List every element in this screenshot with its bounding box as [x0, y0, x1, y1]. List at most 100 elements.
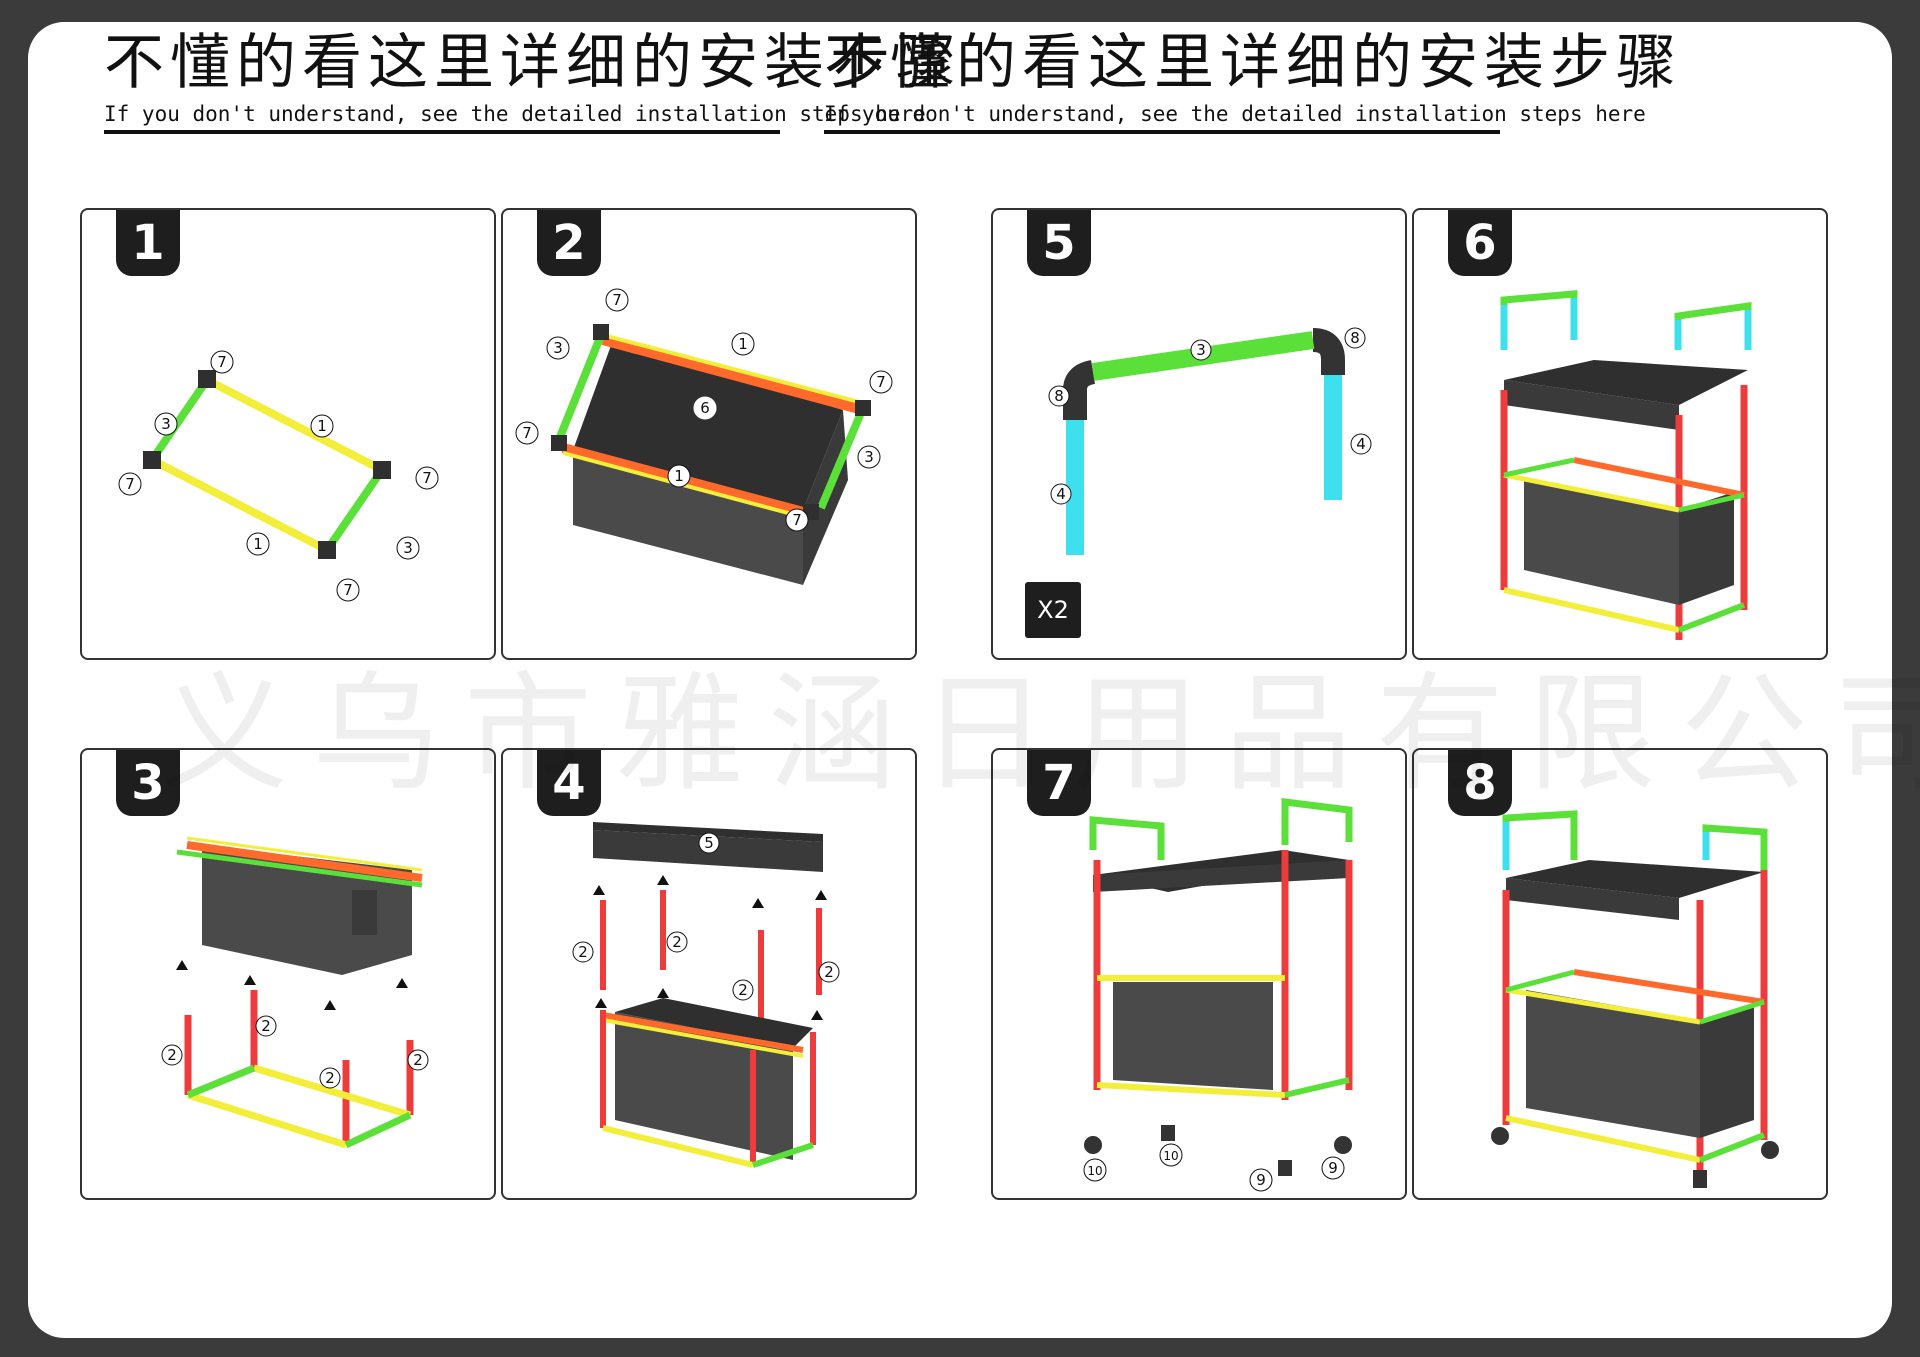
- callout-2: [572, 941, 594, 963]
- callout-7: [869, 370, 893, 394]
- callout-label: 2: [167, 1046, 177, 1064]
- rod-1: [150, 456, 329, 554]
- callout-label: 2: [578, 943, 588, 961]
- down-arrows: [176, 960, 408, 1010]
- callout-label: 2: [738, 981, 748, 999]
- step-panel-6: 6: [1412, 208, 1828, 660]
- callout-label: 3: [864, 448, 874, 466]
- handle-left: [1500, 290, 1578, 350]
- handle-right: [1674, 301, 1752, 350]
- rod-3: [186, 1064, 256, 1099]
- callout-5: [698, 832, 720, 854]
- callout-4: [1050, 483, 1072, 505]
- callout-7: [785, 508, 809, 532]
- step-4-illustration: 5 2 2 2 2: [572, 822, 840, 1168]
- step-number-badge: 6: [1448, 210, 1512, 276]
- fabric-bin: [1113, 982, 1273, 1090]
- header-title-cn: 不懂的看这里详细的安装步骤: [104, 28, 962, 98]
- callout-10: [1159, 1143, 1183, 1167]
- callout-6: [693, 396, 717, 420]
- rod-1: [252, 1064, 412, 1119]
- connector-7: [198, 370, 216, 388]
- header-subtitle-en: If you don't understand, see the detaile…: [824, 102, 1646, 126]
- callout-7: [118, 472, 142, 496]
- rod-3: [817, 406, 867, 510]
- connector-7: [143, 451, 161, 469]
- caster: [1761, 1141, 1779, 1159]
- header-subtitle-en: If you don't understand, see the detaile…: [104, 102, 926, 126]
- tray-5-top: [593, 822, 823, 842]
- callout-label: 1: [738, 335, 748, 353]
- fabric-bin: [1526, 990, 1700, 1138]
- callout-label: 3: [553, 339, 563, 357]
- step-panel-1: 1 7 3 1 7 7 1 3 7: [80, 208, 496, 660]
- connector-7: [855, 400, 871, 416]
- step-8-illustration: [1491, 810, 1779, 1188]
- callout-2: [732, 979, 754, 1001]
- callout-2: [319, 1067, 341, 1089]
- callout-label: 10: [1163, 1149, 1178, 1163]
- caster: [1693, 1170, 1707, 1188]
- callout-label: 6: [700, 399, 710, 417]
- callout-3: [154, 412, 178, 436]
- callout-label: 1: [253, 535, 263, 553]
- callout-2: [666, 931, 688, 953]
- callout-1: [667, 464, 691, 488]
- callout-1: [731, 332, 755, 356]
- step-panel-5: 5 3 8 8 4 4 X2: [991, 208, 1407, 660]
- callout-label: 7: [792, 511, 802, 529]
- step-2-illustration: 7 3 1 7 6 7 3 1 7: [515, 288, 893, 585]
- tray-5: [1504, 360, 1748, 405]
- callout-label: 10: [1087, 1164, 1102, 1178]
- rod-1: [186, 836, 423, 872]
- callout-7: [515, 421, 539, 445]
- callout-label: 2: [261, 1017, 271, 1035]
- callout-2: [407, 1049, 429, 1071]
- step-panel-2: 2 7 3 1 7 6 7 3 1 7: [501, 208, 917, 660]
- step-number-badge: 2: [537, 210, 601, 276]
- rod-3: [323, 467, 386, 553]
- connector-7: [318, 541, 336, 559]
- step-7-illustration: 10 10 9 9: [1083, 798, 1353, 1192]
- rod-3: [344, 1111, 412, 1149]
- rod-1: [205, 376, 384, 474]
- caster-9: [1278, 1160, 1292, 1176]
- step-number-badge: 7: [1027, 750, 1091, 816]
- step-panel-3: 3 2 2 2 2: [80, 748, 496, 1200]
- callout-label: 3: [403, 539, 413, 557]
- header-title-cn: 不懂的看这里详细的安装步骤: [824, 28, 1682, 98]
- connector-7: [373, 461, 391, 479]
- casters: [1491, 1127, 1779, 1188]
- callout-label: 9: [1256, 1171, 1266, 1189]
- quantity-note: X2: [1025, 582, 1081, 638]
- callout-9: [1321, 1156, 1345, 1180]
- callout-2: [161, 1044, 183, 1066]
- callout-3: [1190, 339, 1212, 361]
- callout-label: 1: [317, 417, 327, 435]
- caster-10: [1161, 1125, 1175, 1141]
- tray-5: [1506, 860, 1764, 898]
- callout-7: [415, 466, 439, 490]
- step-1-illustration: 7 3 1 7 7 1 3 7: [118, 350, 439, 602]
- callout-label: 2: [824, 963, 834, 981]
- step-panel-7: 7 10 10 9 9: [991, 748, 1407, 1200]
- rod-3: [554, 333, 605, 444]
- step-number-badge: 8: [1448, 750, 1512, 816]
- rod-1: [186, 1091, 348, 1149]
- rod-3: [148, 377, 211, 463]
- step-3-illustration: 2 2 2 2: [161, 836, 429, 1149]
- step-5-illustration: 3 8 8 4 4: [1048, 327, 1372, 555]
- header-right: 不懂的看这里详细的安装步骤 If you don't understand, s…: [824, 28, 1682, 134]
- caster-10: [1084, 1136, 1102, 1154]
- callout-label: 9: [1328, 1159, 1338, 1177]
- rod-1: [602, 333, 864, 405]
- step-panel-8: 8: [1412, 748, 1828, 1200]
- rod-1: [601, 335, 865, 415]
- fabric-bin-front: [573, 450, 803, 585]
- callout-8: [1048, 385, 1070, 407]
- callout-3: [396, 536, 420, 560]
- callout-label: 7: [343, 581, 353, 599]
- callout-label: 1: [674, 467, 684, 485]
- elbow-8: [1312, 328, 1345, 375]
- callout-label: 2: [672, 933, 682, 951]
